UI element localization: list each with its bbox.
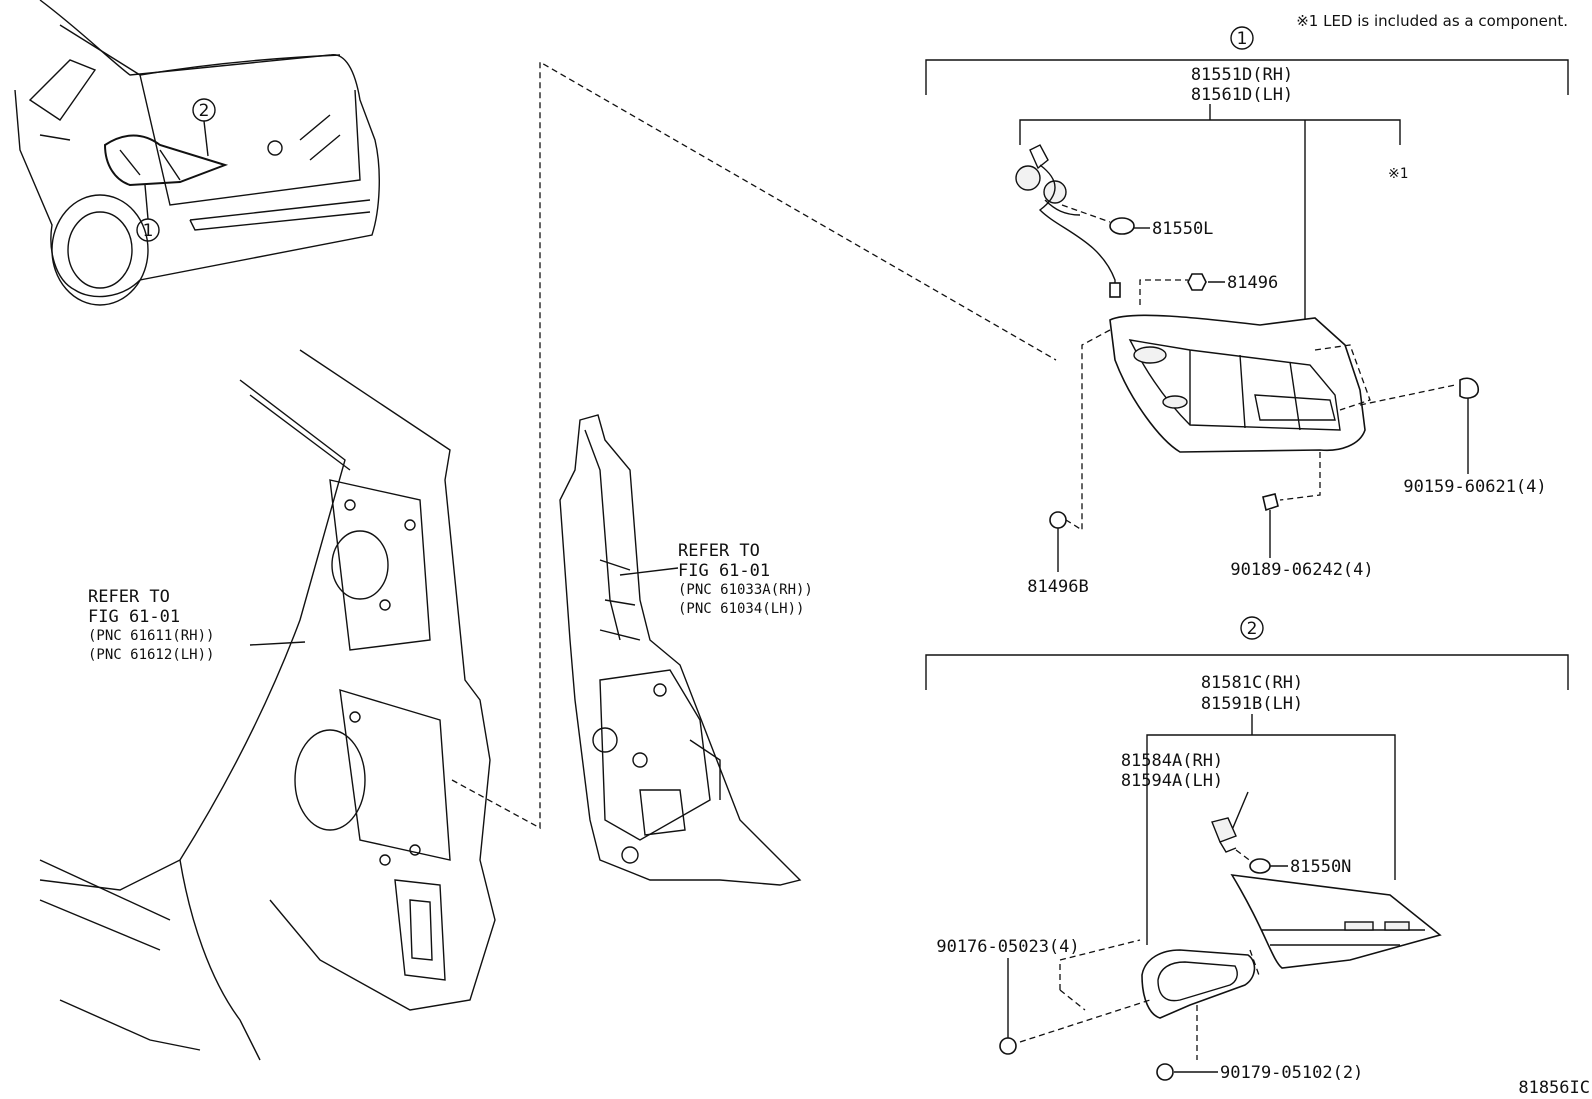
refer-left-text: REFER TO FIG 61-01 (PNC 61611(RH)) (PNC … (88, 587, 214, 663)
svg-text:REFER TO: REFER TO (88, 587, 170, 607)
svg-text:(PNC 61611(RH)): (PNC 61611(RH)) (88, 628, 214, 644)
label-81496: 81496 (1227, 273, 1278, 293)
group-1-assy-rh: 81551D(RH) (1191, 65, 1293, 85)
label-90189: 90189-06242(4) (1230, 560, 1373, 580)
star-mark: ※1 (1388, 166, 1408, 182)
callout-2-label: 2 (199, 101, 210, 121)
vehicle-rear-illustration: 2 1 (14, 0, 380, 306)
callout-1-label: 1 (143, 221, 154, 241)
svg-text:FIG 61-01: FIG 61-01 (88, 607, 180, 627)
group-1-assy-lh: 81561D(LH) (1191, 85, 1293, 105)
svg-text:REFER TO: REFER TO (678, 541, 760, 561)
group-2-assy-lh: 81591B(LH) (1201, 694, 1303, 714)
screw-90176-shape (999, 1037, 1017, 1055)
bulb-81550l-shape (1109, 217, 1135, 235)
label-90179: 90179-05102(2) (1220, 1063, 1363, 1083)
led-note: ※1 LED is included as a component. (1296, 12, 1568, 30)
group-2-assy-rh: 81581C(RH) (1201, 673, 1303, 693)
svg-text:(PNC 61033A(RH)): (PNC 61033A(RH)) (678, 582, 813, 598)
label-81550n: 81550N (1290, 857, 1351, 877)
label-81550l: 81550L (1152, 219, 1213, 239)
lamp-bracket-shape (1141, 949, 1256, 1019)
group-2-callout-circle (1240, 616, 1264, 640)
label-81584a: 81584A(RH) (1121, 751, 1223, 771)
screw-90159-shape (1459, 377, 1480, 399)
group-2-callout-label: 2 (1247, 619, 1258, 639)
group-1-callout-circle (1230, 26, 1254, 50)
group-1-tail-lamp: 1 81551D(RH) 81561D(LH) ※1 81550L 81496 (925, 26, 1569, 597)
clip-81496b-shape (1049, 511, 1067, 529)
screw-90179-shape (1156, 1063, 1174, 1081)
group-2-back-door-lamp: 2 81581C(RH) 81591B(LH) 81584A(RH) 81594… (925, 616, 1569, 1083)
clip-81496-shape (1187, 273, 1207, 291)
refer-mid-text: REFER TO FIG 61-01 (PNC 61033A(RH)) (PNC… (678, 541, 813, 617)
bulb-81550n-shape (1249, 858, 1271, 874)
label-81496b: 81496B (1027, 577, 1088, 597)
svg-text:(PNC 61612(LH)): (PNC 61612(LH)) (88, 647, 214, 663)
svg-text:(PNC 61034(LH)): (PNC 61034(LH)) (678, 601, 804, 617)
label-90176: 90176-05023(4) (936, 937, 1079, 957)
label-81594a: 81594A(LH) (1121, 771, 1223, 791)
label-90159: 90159-60621(4) (1403, 477, 1546, 497)
figure-id: 81856IC (1518, 1078, 1590, 1098)
screw-90189-shape (1262, 493, 1279, 512)
tail-lamp-housing (1109, 314, 1366, 453)
svg-text:FIG 61-01: FIG 61-01 (678, 561, 770, 581)
socket-81584a-shape (1211, 817, 1237, 843)
group-1-callout-label: 1 (1237, 29, 1248, 49)
inner-panel-illustration (559, 414, 802, 886)
quarter-panel-illustration (39, 349, 496, 1061)
